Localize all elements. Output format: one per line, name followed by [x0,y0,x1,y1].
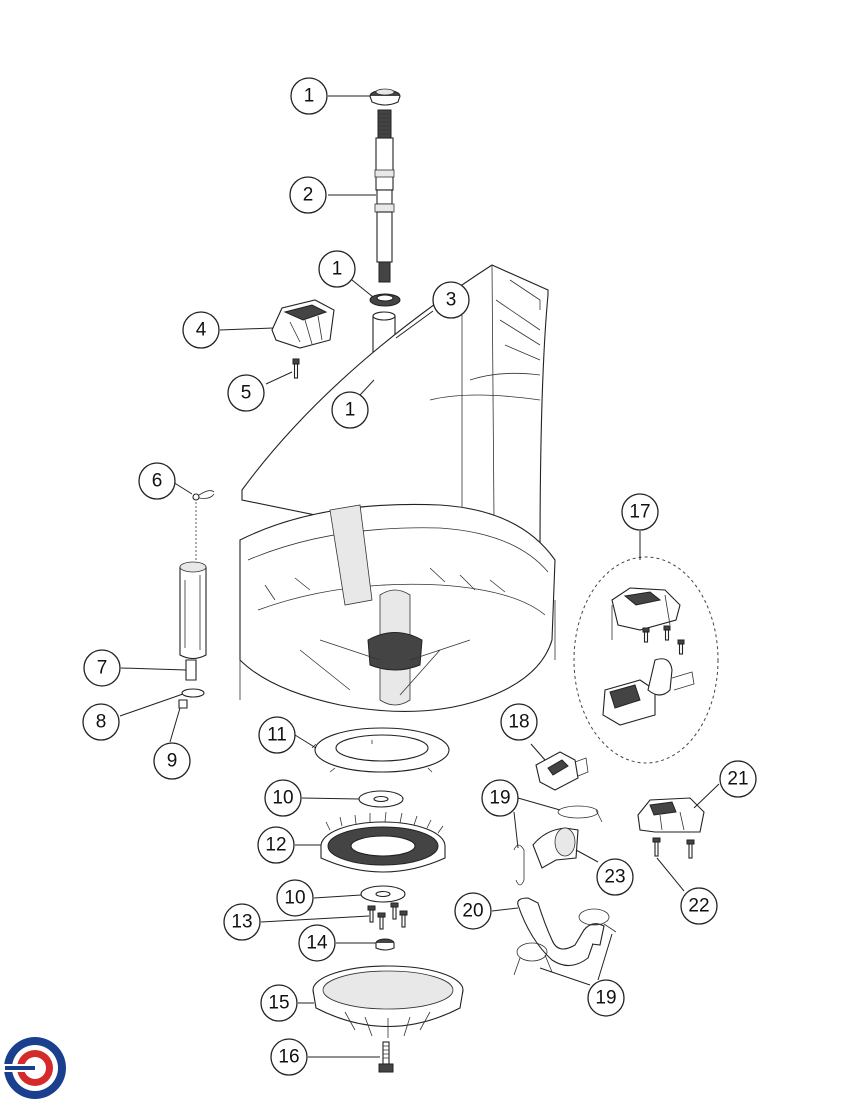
part-valve [535,751,589,791]
svg-text:13: 13 [231,912,252,933]
part-clip-left [513,844,525,886]
callout-4-bracket: 4 [182,311,220,349]
callout-1-middle-bearing: 1 [318,250,356,288]
leader-lines [119,95,720,1058]
callout-10-washer-top: 10 [264,779,302,817]
callout-16-bolt: 16 [270,1038,308,1076]
part-clamp-top [557,805,603,823]
callout-9-small-clip: 9 [153,742,191,780]
svg-text:2: 2 [303,185,314,206]
svg-text:14: 14 [306,933,328,954]
callout-10-washer-bottom: 10 [276,879,314,917]
callout-6-wire: 6 [138,462,176,500]
part-washer-top [358,790,404,808]
callout-8-ring-clip: 8 [82,703,120,741]
svg-text:19: 19 [595,988,616,1009]
callout-21-bracket: 21 [719,760,757,798]
callout-22-screws: 22 [680,887,718,925]
callout-13-screws: 13 [223,903,261,941]
part-wire [192,490,215,560]
part-base-housing [239,503,556,712]
svg-text:15: 15 [268,993,289,1014]
part-small-clip [178,699,188,709]
part-screws-13 [367,902,408,930]
part-shaft [374,109,395,283]
svg-text:8: 8 [96,712,107,733]
part-clamp-bottom-right [578,908,617,933]
callout-1-bottom-bearing: 1 [331,391,369,429]
callout-5-screw: 5 [227,374,265,412]
part-tube [179,561,207,660]
callout-1-top-nut: 1 [290,77,328,115]
callout-19-clamps-bottom: 19 [587,979,625,1017]
part-ring-clip [181,688,205,698]
svg-text:9: 9 [167,751,178,772]
svg-text:4: 4 [196,320,207,341]
svg-text:18: 18 [508,712,529,733]
svg-text:10: 10 [272,788,293,809]
part-bolt [378,1041,394,1073]
part-washer-bottom [360,885,406,903]
svg-text:5: 5 [241,383,252,404]
svg-text:12: 12 [265,835,286,856]
part-nut [375,938,395,951]
svg-text:16: 16 [278,1047,299,1068]
part-flat-ring [311,727,450,773]
part-screw-5 [292,358,300,379]
part-drain-pump [602,658,695,726]
svg-text:6: 6 [152,471,163,492]
part-elbow [532,827,579,869]
part-cover [312,965,464,1038]
part-top-nut [369,88,401,106]
svg-text:19: 19 [489,788,510,809]
svg-text:22: 22 [688,896,709,917]
part-pump-screws [642,625,685,655]
svg-text:17: 17 [629,502,650,523]
part-pin [185,659,197,681]
part-outer-cone [241,264,549,556]
svg-text:21: 21 [727,769,748,790]
part-pump-group-outline [573,556,719,764]
callout-17-pump-assembly: 17 [621,493,659,531]
part-pump-bracket [611,587,681,640]
svg-text:3: 3 [446,290,457,311]
svg-text:23: 23 [604,867,625,888]
part-bracket-21 [637,797,705,833]
brand-logo [3,1037,66,1099]
part-gear [320,811,446,873]
callout-11-flat-ring: 11 [258,716,296,754]
svg-text:1: 1 [304,86,315,107]
callout-15-cover: 15 [260,984,298,1022]
svg-text:1: 1 [345,400,356,421]
part-middle-bearing [369,293,401,307]
svg-text:7: 7 [97,658,108,679]
callout-18-valve: 18 [500,703,538,741]
part-clamp-bottom-left [513,942,553,976]
callout-12-gear: 12 [257,826,295,864]
svg-text:1: 1 [332,259,343,280]
callout-23-elbow: 23 [596,858,634,896]
callout-20-hose: 20 [454,892,492,930]
callout-14-nut: 14 [298,924,336,962]
callout-19-clamp-top: 19 [481,779,519,817]
part-screws-22 [652,837,695,859]
callout-2-shaft: 2 [289,176,327,214]
svg-text:20: 20 [462,901,483,922]
svg-text:11: 11 [267,725,287,746]
svg-text:10: 10 [284,888,305,909]
callout-3-sleeve: 3 [432,281,470,319]
callout-7-pin: 7 [83,649,121,687]
part-bracket [271,299,335,349]
part-hose [517,897,605,967]
